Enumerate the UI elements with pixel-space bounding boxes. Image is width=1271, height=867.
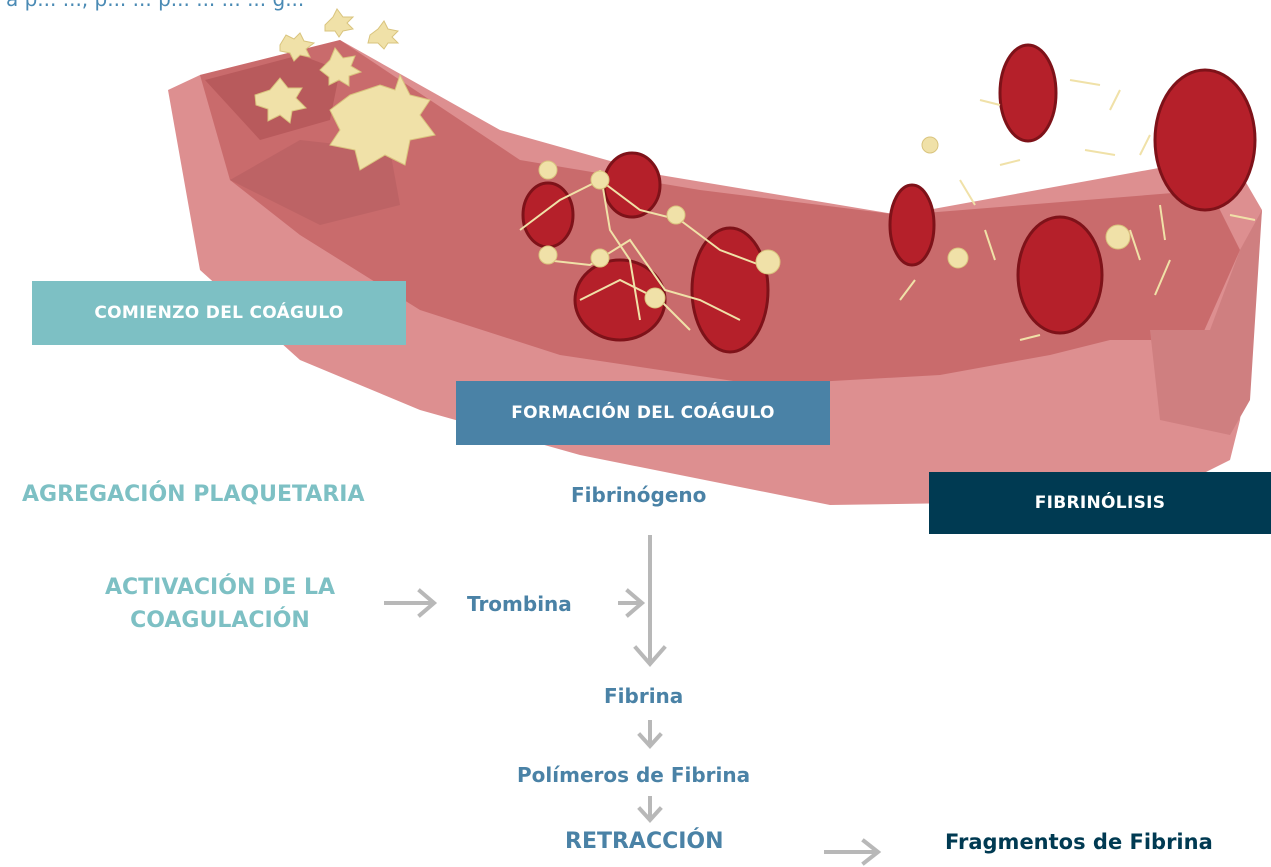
stage-box-comienzo: COMIENZO DEL COÁGULO: [32, 281, 406, 345]
label-fragmentos-fibrina: Fragmentos de Fibrina: [945, 830, 1213, 854]
stage-box-formacion: FORMACIÓN DEL COÁGULO: [456, 381, 830, 445]
stage-label-formacion: FORMACIÓN DEL COÁGULO: [511, 403, 775, 423]
stage-label-fibrinolisis: FIBRINÓLISIS: [1034, 493, 1166, 513]
stage-box-fibrinolisis: FIBRINÓLISIS: [929, 472, 1271, 534]
label-fibrinogeno: Fibrinógeno: [571, 483, 707, 507]
platelets-clot: [538, 160, 781, 309]
fibrin-threads-clot: [519, 169, 761, 331]
vessel-lumen: [200, 40, 1240, 385]
label-trombina: Trombina: [467, 592, 572, 616]
label-polimeros-fibrina: Polímeros de Fibrina: [517, 763, 751, 787]
fibrin-fragments: [899, 79, 1256, 341]
label-agregacion-plaquetaria: AGREGACIÓN PLAQUETARIA: [22, 482, 365, 507]
label-fibrina: Fibrina: [604, 684, 684, 708]
label-retraccion: RETRACCIÓN: [565, 829, 724, 854]
label-activacion-coagulacion: ACTIVACIÓN DE LA COAGULACIÓN: [104, 575, 336, 633]
stage-label-comienzo: COMIENZO DEL COÁGULO: [94, 303, 344, 323]
platelet-cluster-left: [254, 8, 436, 171]
partial-header-text: a p... ..., p... ... p... ... ... ... g.…: [6, 0, 304, 11]
platelets-fibrinolysis: [921, 136, 1131, 269]
red-cells-fibrinolysis: [888, 43, 1257, 335]
vessel-right-wall: [1105, 210, 1262, 435]
